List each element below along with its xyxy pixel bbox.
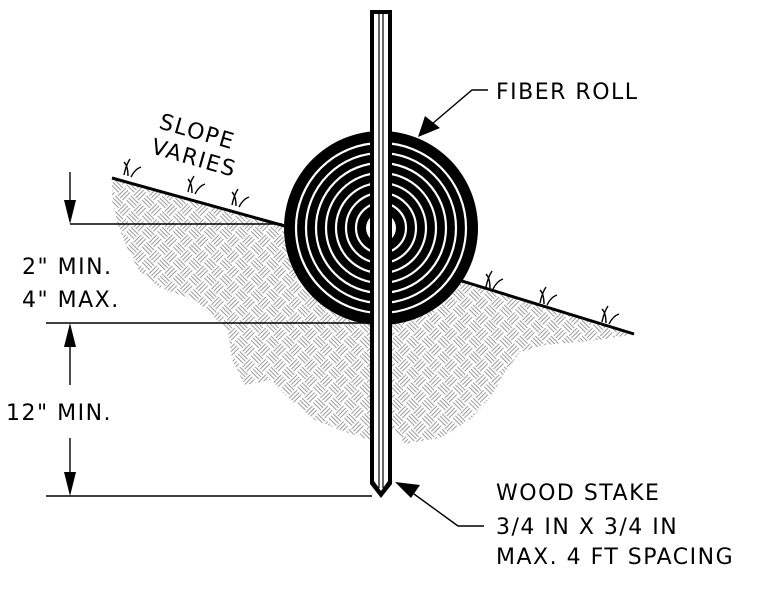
stake-title-label: WOOD STAKE bbox=[496, 481, 660, 506]
ground-line-left bbox=[111, 176, 286, 228]
wood-stake-leader bbox=[395, 482, 484, 527]
fiber-roll-leader bbox=[418, 89, 488, 137]
embed-min-label: 12" MIN. bbox=[6, 401, 112, 426]
wood-stake bbox=[370, 10, 392, 498]
dimension-arrows bbox=[64, 200, 76, 496]
fiber-roll-label: FIBER ROLL bbox=[496, 80, 639, 105]
stake-size-label: 3/4 IN X 3/4 IN bbox=[496, 515, 678, 540]
soil-hatch bbox=[112, 178, 634, 444]
grass-tufts bbox=[123, 158, 620, 325]
ground-line-right bbox=[461, 279, 635, 336]
depth-min-label: 2" MIN. bbox=[22, 255, 113, 280]
stake-spacing-label: MAX. 4 FT SPACING bbox=[496, 545, 734, 570]
depth-max-label: 4" MAX. bbox=[22, 288, 120, 313]
